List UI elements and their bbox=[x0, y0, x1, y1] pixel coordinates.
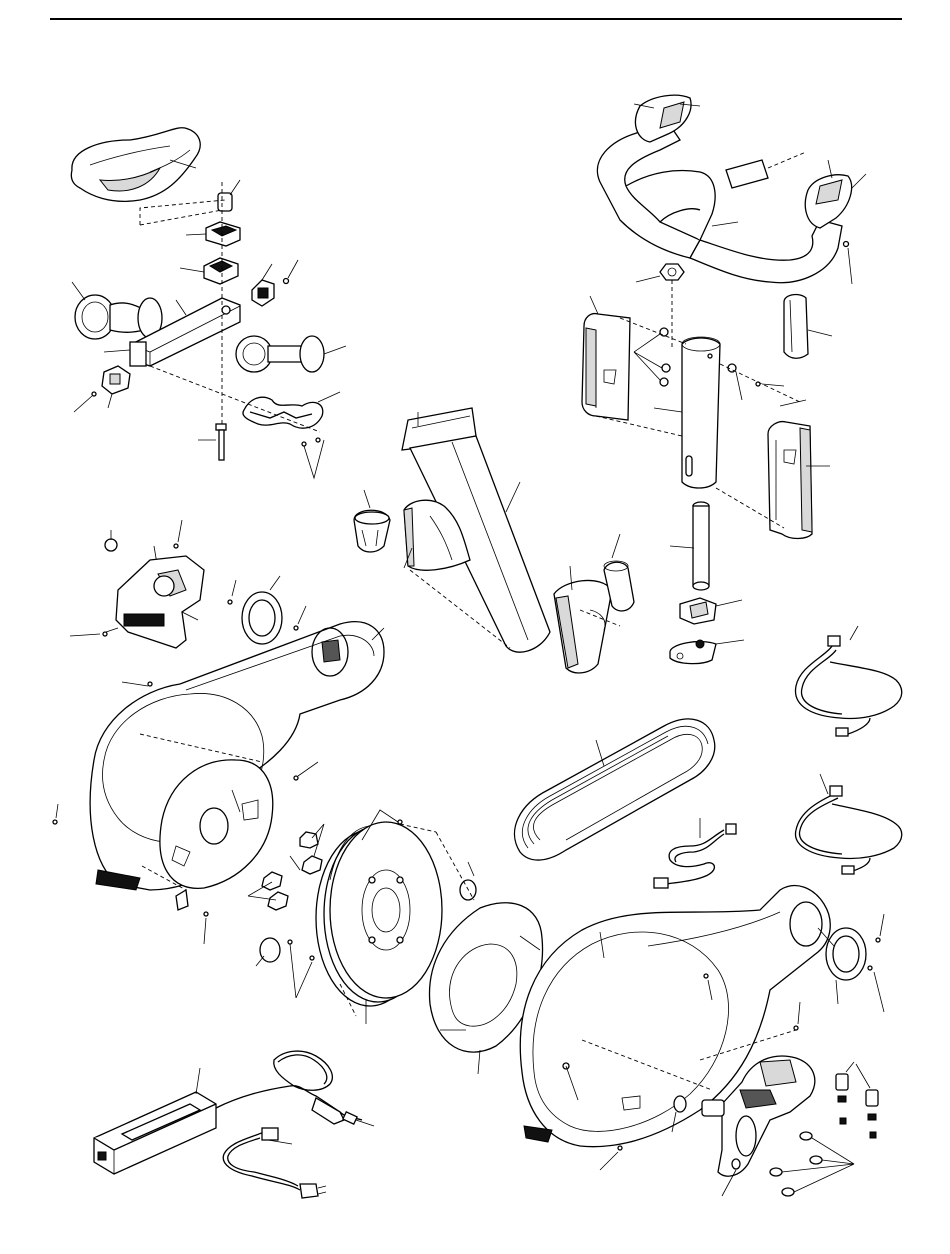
seat-knob-right bbox=[236, 336, 324, 372]
bearing-plate-right bbox=[826, 928, 866, 980]
seat-post-guard bbox=[554, 580, 612, 672]
pedal-bolts bbox=[770, 1132, 822, 1196]
upper-wire bbox=[795, 636, 901, 736]
handlebar-grip-right bbox=[805, 175, 851, 228]
pedal-strap bbox=[836, 1074, 878, 1138]
seat-post-cap bbox=[252, 280, 274, 306]
handlebar-latch bbox=[680, 598, 716, 624]
drive-belt bbox=[515, 719, 715, 860]
handlebar-post-shroud-right bbox=[768, 422, 812, 539]
seat bbox=[71, 128, 200, 202]
seat-slide-bolt bbox=[218, 193, 232, 211]
handlebar-post bbox=[682, 337, 720, 488]
flywheel bbox=[316, 822, 442, 1006]
power-cord bbox=[216, 1051, 374, 1198]
crank-housing bbox=[116, 556, 204, 648]
handlebar-post-shroud-left bbox=[582, 314, 630, 420]
power-adapter bbox=[94, 1092, 216, 1174]
crank-washer bbox=[674, 1096, 686, 1112]
handlebar-nut bbox=[660, 264, 684, 280]
handlebar-trim bbox=[784, 295, 808, 359]
handlebar-grip-left bbox=[635, 95, 691, 142]
seat-bolt bbox=[216, 424, 226, 460]
seat-bolt-cap bbox=[102, 366, 130, 394]
lower-wire bbox=[795, 786, 901, 874]
handlebar-rod bbox=[693, 502, 709, 590]
handlebar-latch-plate bbox=[670, 640, 716, 664]
wire-harness bbox=[654, 824, 736, 888]
seat-clamp-bottom bbox=[204, 258, 238, 284]
water-bottle-holder bbox=[243, 397, 323, 428]
seat-clamp-top bbox=[206, 222, 240, 246]
seat-post-knob bbox=[354, 510, 390, 552]
seat-knob-left bbox=[75, 295, 162, 339]
flywheel-nuts bbox=[262, 832, 322, 910]
bearing-plate-left bbox=[242, 592, 282, 644]
flywheel-bearing bbox=[260, 938, 280, 962]
